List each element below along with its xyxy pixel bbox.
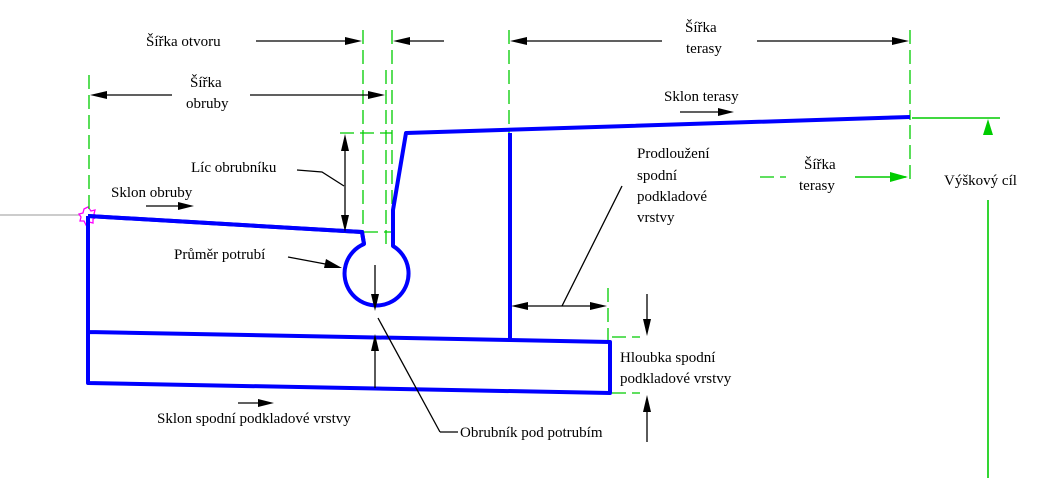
label-curb-face: Líc obrubníku xyxy=(191,160,277,176)
subbase-outline xyxy=(86,216,612,395)
label-subbase-extension-4: vrstvy xyxy=(637,210,675,226)
label-flange-width-1: Šířka xyxy=(190,74,222,91)
label-terrace-width-top-1: Šířka xyxy=(685,19,717,36)
label-flange-slope: Sklon obruby xyxy=(111,185,193,201)
label-pipe-diameter: Průměr potrubí xyxy=(174,247,265,263)
label-flange-width-2: obruby xyxy=(186,96,229,112)
guide-lines xyxy=(88,30,911,394)
label-subbase-extension-3: podkladové xyxy=(637,189,707,205)
label-terrace-width-mid-2: terasy xyxy=(799,178,835,194)
label-subbase-depth-2: podkladové vrstvy xyxy=(620,371,732,387)
label-terrace-slope: Sklon terasy xyxy=(664,89,739,105)
curb-pipe-outline xyxy=(87,115,911,308)
label-terrace-width-mid-1: Šířka xyxy=(804,156,836,173)
label-elevation-target: Výškový cíl xyxy=(944,173,1017,189)
label-opening-width: Šířka otvoru xyxy=(146,33,221,50)
label-subbase-extension-1: Prodloužení xyxy=(637,146,710,162)
dimension-annotations xyxy=(90,37,909,442)
terrace-width-mid-arrow xyxy=(890,172,908,182)
label-subbase-extension-2: spodní xyxy=(637,168,677,184)
label-subbase-slope: Sklon spodní podkladové vrstvy xyxy=(157,411,351,427)
elevation-target-arrow xyxy=(983,119,993,135)
label-subbase-depth-1: Hloubka spodní xyxy=(620,350,715,366)
label-curb-under-pipe: Obrubník pod potrubím xyxy=(460,425,603,441)
label-terrace-width-top-2: terasy xyxy=(686,41,722,57)
curb-structure xyxy=(86,115,911,395)
